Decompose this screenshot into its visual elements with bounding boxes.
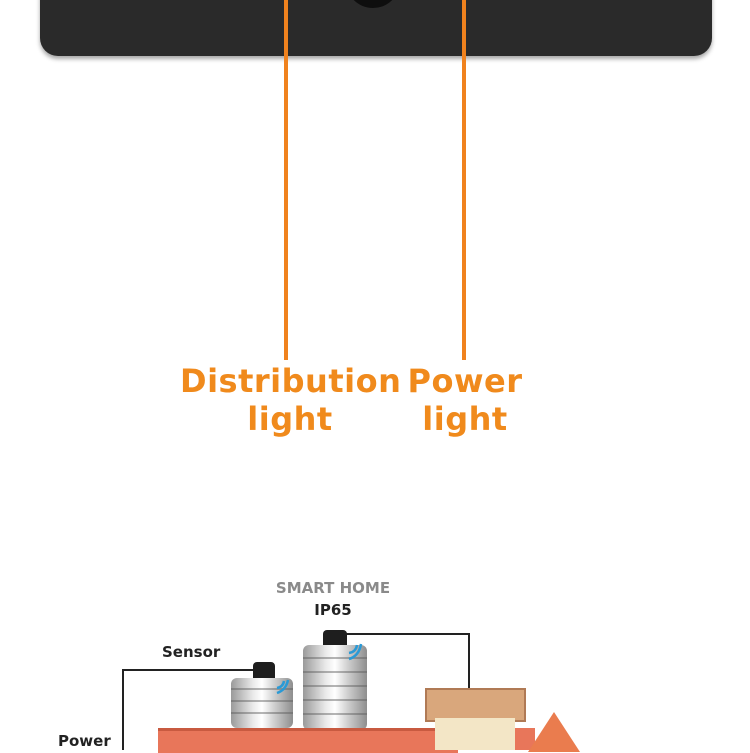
tall-sensor-cap — [323, 630, 347, 648]
distribution-light-line2: light — [247, 400, 333, 438]
distribution-light-line1: Distribution — [180, 362, 402, 400]
ip65-wire-drop — [468, 633, 470, 693]
distribution-light-label: Distribution light — [180, 362, 402, 438]
device-body — [40, 0, 712, 56]
power-label: Power — [58, 732, 111, 750]
sensor-wire — [122, 669, 257, 671]
scene-heading: SMART HOME — [275, 579, 391, 597]
small-sensor-cap — [253, 662, 275, 680]
gable-roof — [528, 712, 580, 752]
power-light-line1: Power — [407, 362, 523, 400]
distribution-light-leader — [284, 0, 288, 360]
device-sensor-window — [346, 0, 400, 8]
sensor-label: Sensor — [162, 643, 221, 661]
ip65-wire — [335, 633, 469, 635]
scene-rating: IP65 — [314, 601, 352, 619]
tall-sensor-body — [303, 645, 367, 730]
power-light-leader — [462, 0, 466, 360]
power-light-line2: light — [422, 400, 508, 438]
chimney-top — [425, 688, 526, 722]
sensor-wire-drop — [122, 669, 124, 750]
signal-icon — [274, 676, 294, 696]
power-light-label: Power light — [395, 362, 535, 438]
chimney-body — [435, 718, 515, 750]
signal-icon — [346, 640, 368, 662]
house-roof — [158, 728, 458, 753]
